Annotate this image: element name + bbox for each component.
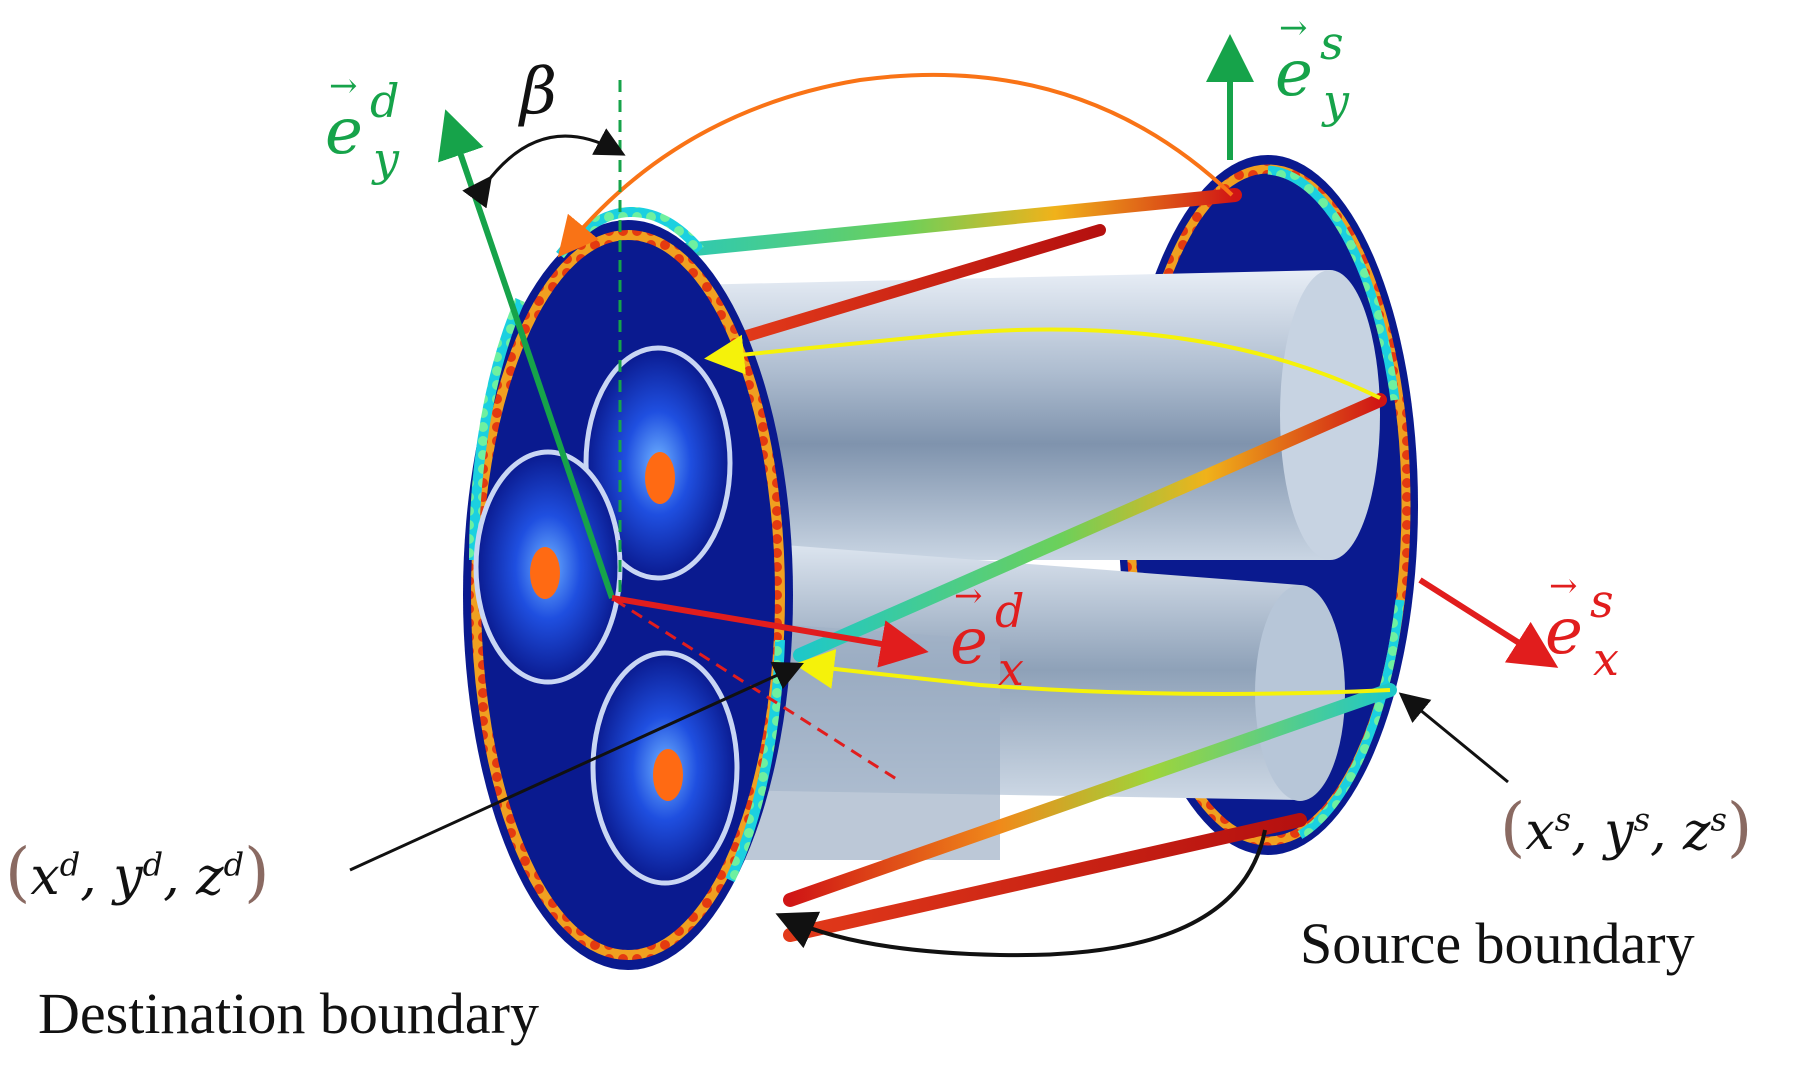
coord-s-label: (xs, ys, zs) xyxy=(1500,790,1753,865)
dest-x-dashed xyxy=(614,598,899,782)
beta-label: β xyxy=(520,55,557,129)
orange-mapping-arc xyxy=(557,72,1234,258)
ey-d-arrow xyxy=(438,109,615,599)
source-boundary-label: Source boundary xyxy=(1300,911,1695,976)
yellow-mapping-arc-lower xyxy=(794,649,1391,696)
coord-s-pointer xyxy=(1398,692,1509,784)
connection-rods xyxy=(628,188,1397,942)
ey-d-label: →e d y xyxy=(325,66,400,186)
coord-d-pointer xyxy=(349,661,804,872)
black-mapping-arc xyxy=(775,829,1267,958)
ex-s-arrow xyxy=(1418,577,1559,668)
coord-d-label: (xd, yd, zd) xyxy=(5,835,270,910)
ex-s-label: →e s x xyxy=(1545,566,1619,686)
ex-d-arrow xyxy=(611,595,929,668)
yellow-mapping-arc-upper xyxy=(704,327,1381,400)
ex-d-label: →e d x xyxy=(950,576,1025,696)
ey-s-label: →e s y xyxy=(1275,8,1349,128)
destination-boundary-label: Destination boundary xyxy=(38,981,539,1046)
beta-arc xyxy=(462,128,626,209)
